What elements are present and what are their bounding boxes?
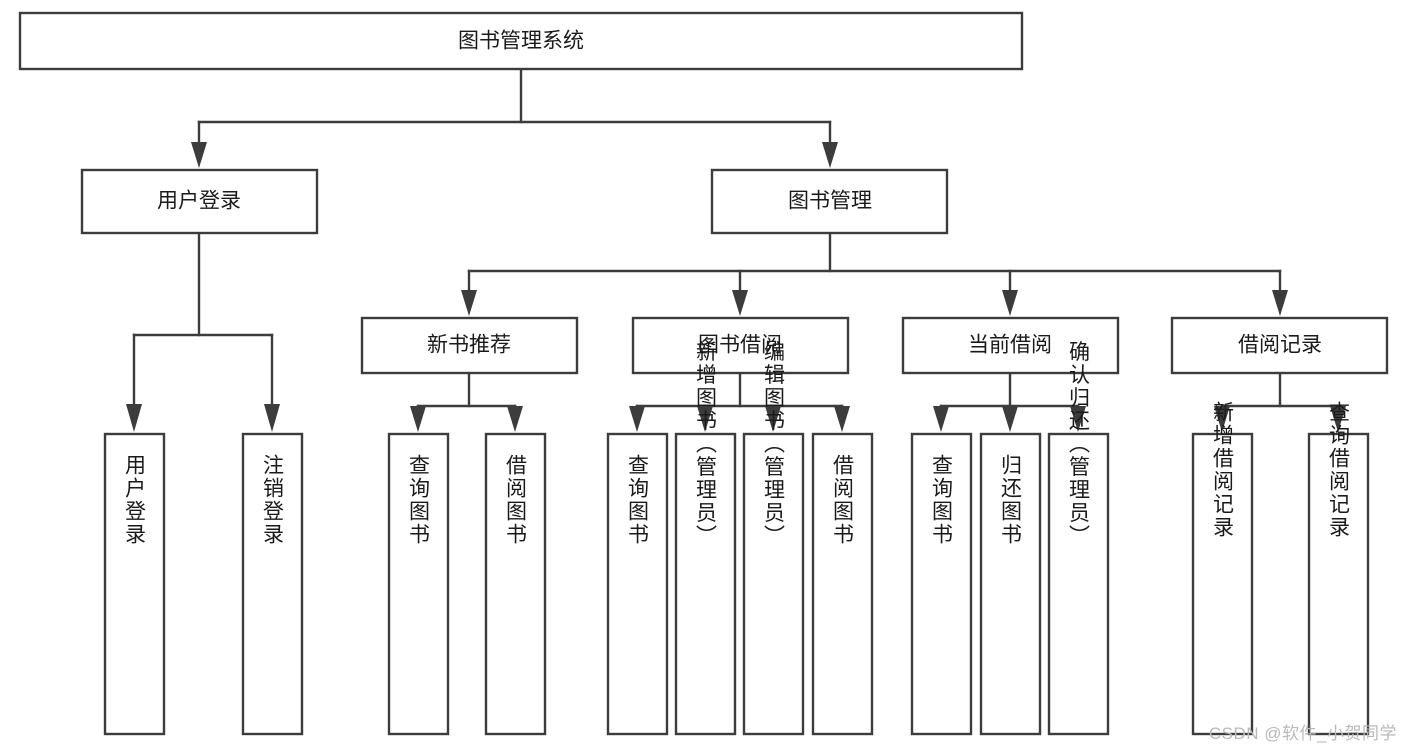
leaf-book-borrow-3-box[interactable] [742, 432, 805, 736]
leaf-borrow-record-1[interactable]: 新增借阅记录 [1191, 401, 1254, 736]
node-book-borrow[interactable]: 图书借阅 [631, 316, 850, 375]
arrow-g2-leaf3-icon [765, 406, 781, 432]
node-book-borrow-box[interactable] [631, 316, 850, 375]
arrow-g1-leaf1-icon [410, 406, 426, 432]
arrow-g2-leaf2-icon [697, 406, 713, 432]
node-root-box[interactable] [18, 11, 1024, 71]
leaf-book-borrow-2-box[interactable] [674, 432, 737, 736]
leaf-book-borrow-1[interactable]: 查询图书 [606, 432, 669, 736]
leaf-book-borrow-3[interactable]: 编辑图书（管理员） [742, 341, 805, 736]
arrow-g3-leaf2-icon [1002, 406, 1018, 432]
leaf-current-borrow-2-label: 归还图书 [999, 454, 1023, 546]
arrow-g3-leaf1-icon [933, 406, 949, 432]
leaf-user-login-1[interactable]: 用户登录 [103, 432, 166, 736]
connector-layer [126, 67, 1346, 432]
node-current-borrow-box[interactable] [901, 316, 1120, 375]
leaf-current-borrow-1-box[interactable] [910, 432, 973, 736]
leaf-new-book-2-label: 借阅图书 [504, 454, 528, 546]
leaf-borrow-record-2-label: 查询借阅记录 [1327, 401, 1351, 539]
leaf-book-borrow-2[interactable]: 新增图书（管理员） [674, 341, 737, 736]
leaf-new-book-1[interactable]: 查询图书 [387, 432, 450, 736]
leaf-current-borrow-3-label: 确认归还（管理员） [1067, 341, 1091, 548]
leaf-user-login-2-label: 注销登录 [261, 454, 285, 546]
leaf-current-borrow-3[interactable]: 确认归还（管理员） [1047, 341, 1110, 736]
node-book-management[interactable]: 图书管理 [710, 168, 949, 235]
leaf-borrow-record-1-box[interactable] [1191, 432, 1254, 736]
node-new-book-recommend-box[interactable] [360, 316, 579, 375]
leaf-borrow-record-2[interactable]: 查询借阅记录 [1307, 401, 1370, 736]
leaf-user-login-2-box[interactable] [241, 432, 304, 736]
arrow-g4-leaf2-icon [1330, 406, 1346, 432]
csdn-watermark: CSDN @软件_小贺同学 [1208, 724, 1397, 743]
arrow-login-leaf1-icon [126, 404, 142, 432]
leaf-new-book-2[interactable]: 借阅图书 [484, 432, 547, 736]
node-borrow-record-label: 借阅记录 [1238, 334, 1322, 357]
node-user-login-label: 用户登录 [157, 190, 241, 213]
leaf-book-borrow-1-label: 查询图书 [626, 454, 650, 546]
arrow-root-to-login-icon [191, 142, 207, 168]
leaf-current-borrow-2[interactable]: 归还图书 [979, 432, 1042, 736]
node-borrow-record-box[interactable] [1170, 316, 1389, 375]
arrow-bm-g3-icon [1002, 290, 1018, 316]
leaf-borrow-record-1-label: 新增借阅记录 [1211, 401, 1235, 539]
leaf-book-borrow-4-box[interactable] [811, 432, 874, 736]
arrow-bm-g4-icon [1272, 290, 1288, 316]
leaf-user-login-2[interactable]: 注销登录 [241, 432, 304, 736]
node-user-login-box[interactable] [80, 168, 319, 235]
leaf-user-login-1-box[interactable] [103, 432, 166, 736]
leaf-book-borrow-4-label: 借阅图书 [831, 454, 855, 546]
arrow-bm-g2-icon [732, 290, 748, 316]
leaf-user-login-1-label: 用户登录 [123, 454, 147, 546]
arrow-root-to-bookmgmt-icon [822, 142, 838, 168]
arrow-g1-leaf2-icon [507, 406, 523, 432]
arrow-g2-leaf1-icon [629, 406, 645, 432]
node-current-borrow[interactable]: 当前借阅 [901, 316, 1120, 375]
arrow-bm-g1-icon [461, 290, 477, 316]
leaf-book-borrow-1-box[interactable] [606, 432, 669, 736]
node-new-book-recommend[interactable]: 新书推荐 [360, 316, 579, 375]
leaf-new-book-2-box[interactable] [484, 432, 547, 736]
leaf-current-borrow-1-label: 查询图书 [930, 454, 954, 546]
leaf-current-borrow-3-box[interactable] [1047, 432, 1110, 736]
node-root[interactable]: 图书管理系统 [18, 11, 1024, 71]
leaf-new-book-1-label: 查询图书 [407, 454, 431, 546]
node-book-management-box[interactable] [710, 168, 949, 235]
arrow-g4-leaf1-icon [1214, 406, 1230, 432]
leaf-current-borrow-2-box[interactable] [979, 432, 1042, 736]
leaf-new-book-1-box[interactable] [387, 432, 450, 736]
leaf-book-borrow-3-label: 编辑图书（管理员） [762, 341, 786, 548]
arrow-g2-leaf4-icon [834, 406, 850, 432]
leaf-book-borrow-2-label: 新增图书（管理员） [694, 341, 718, 548]
leaf-borrow-record-2-box[interactable] [1307, 432, 1370, 736]
node-user-login[interactable]: 用户登录 [80, 168, 319, 235]
node-borrow-record[interactable]: 借阅记录 [1170, 316, 1389, 375]
node-new-book-recommend-label: 新书推荐 [427, 334, 511, 357]
leaf-current-borrow-1[interactable]: 查询图书 [910, 432, 973, 736]
arrow-g3-leaf3-icon [1070, 406, 1086, 432]
node-current-borrow-label: 当前借阅 [968, 334, 1052, 357]
node-book-borrow-label: 图书借阅 [698, 334, 782, 357]
arrow-login-leaf2-icon [264, 404, 280, 432]
node-root-label: 图书管理系统 [458, 30, 584, 53]
node-book-management-label: 图书管理 [788, 190, 872, 213]
leaf-book-borrow-4[interactable]: 借阅图书 [811, 432, 874, 736]
